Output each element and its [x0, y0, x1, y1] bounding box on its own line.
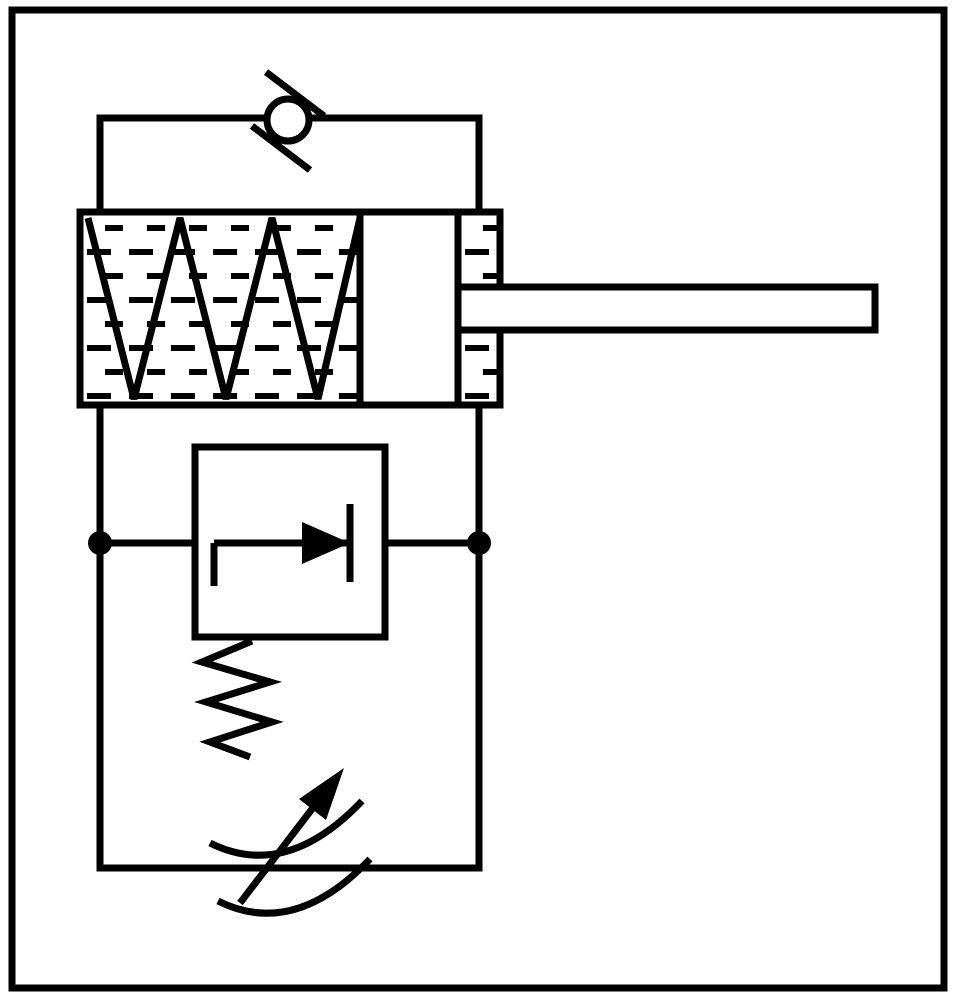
junction-dot-left — [88, 531, 112, 555]
outer-frame — [8, 6, 948, 992]
valve-spring — [191, 637, 284, 761]
adjustment-arrow-shaft — [237, 806, 315, 906]
check-valve-seat-line-upper — [263, 69, 327, 119]
valve-flow-arrow — [302, 522, 350, 564]
piston — [356, 208, 462, 409]
control-valve — [191, 443, 389, 641]
check-valve-ball — [263, 95, 313, 145]
piping-loop — [96, 405, 483, 872]
check-valve-seat-line-lower — [249, 123, 313, 173]
return-spring — [84, 217, 364, 400]
throttle-arc-lower — [216, 856, 373, 917]
throttle-arc-upper — [208, 798, 365, 859]
piston-rod — [454, 283, 879, 334]
junction-dot-right — [467, 531, 491, 555]
adjustable-throttle — [208, 768, 373, 917]
bypass-check-valve-icon — [249, 69, 327, 173]
adjustment-arrow-head — [299, 768, 344, 820]
cylinder — [76, 208, 879, 409]
